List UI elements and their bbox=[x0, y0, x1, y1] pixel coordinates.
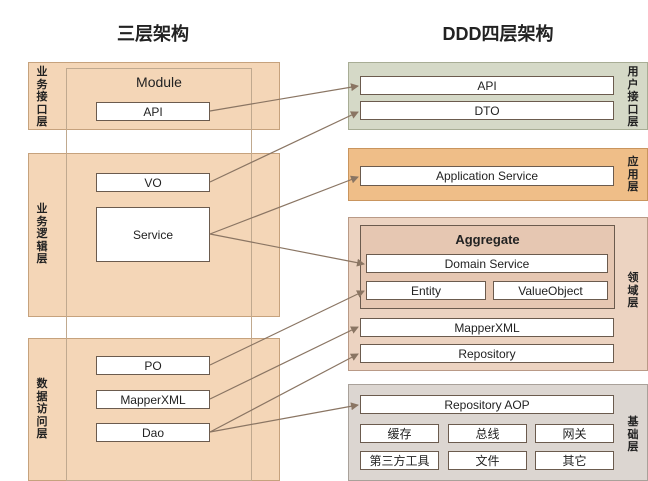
repository-box: Repository bbox=[360, 344, 614, 363]
domain-service-box: Domain Service bbox=[366, 254, 608, 273]
infrastructure-layer-label: 基础层 bbox=[627, 416, 639, 453]
third-party-box: 第三方工具 bbox=[360, 451, 439, 470]
application-service-box: Application Service bbox=[360, 166, 614, 186]
domain-layer-label: 领域层 bbox=[627, 272, 639, 309]
file-box: 文件 bbox=[448, 451, 527, 470]
left-mapperxml-box: MapperXML bbox=[96, 390, 210, 409]
right-mapperxml-box: MapperXML bbox=[360, 318, 614, 337]
arrow-api-to-api bbox=[209, 83, 359, 112]
logic-layer-label: 业务逻辑层 bbox=[36, 203, 48, 265]
arrow-service-to-application-service bbox=[209, 175, 359, 235]
right-dto-box: DTO bbox=[360, 101, 614, 120]
left-dao-box: Dao bbox=[96, 423, 210, 442]
right-title: DDD四层架构 bbox=[442, 24, 554, 44]
arrow-service-to-domain-service bbox=[209, 233, 365, 267]
other-box: 其它 bbox=[535, 451, 614, 470]
left-title: 三层架构 bbox=[117, 24, 189, 44]
arrow-po-to-entity bbox=[209, 290, 365, 366]
gateway-box: 网关 bbox=[535, 424, 614, 443]
application-layer-label: 应用层 bbox=[627, 156, 639, 193]
interface-layer-label: 业务接口层 bbox=[36, 66, 48, 128]
user-layer-label: 用户接口层 bbox=[627, 66, 639, 128]
module-title: Module bbox=[136, 74, 182, 90]
repository-aop-box: Repository AOP bbox=[360, 395, 614, 414]
left-vo-box: VO bbox=[96, 173, 210, 192]
arrow-dao-to-repository bbox=[209, 353, 359, 433]
data-layer-label: 数据访问层 bbox=[36, 378, 48, 440]
left-po-box: PO bbox=[96, 356, 210, 375]
cache-box: 缓存 bbox=[360, 424, 439, 443]
arrow-mapperxml-to-mapperxml bbox=[209, 326, 359, 400]
arrow-vo-to-dto bbox=[209, 111, 359, 183]
entity-box: Entity bbox=[366, 281, 486, 300]
arrow-dao-to-repository-aop bbox=[209, 402, 359, 433]
left-service-box: Service bbox=[96, 207, 210, 262]
valueobject-box: ValueObject bbox=[493, 281, 608, 300]
right-api-box: API bbox=[360, 76, 614, 95]
aggregate-title: Aggregate bbox=[455, 232, 520, 247]
bus-box: 总线 bbox=[448, 424, 527, 443]
left-api-box: API bbox=[96, 102, 210, 121]
